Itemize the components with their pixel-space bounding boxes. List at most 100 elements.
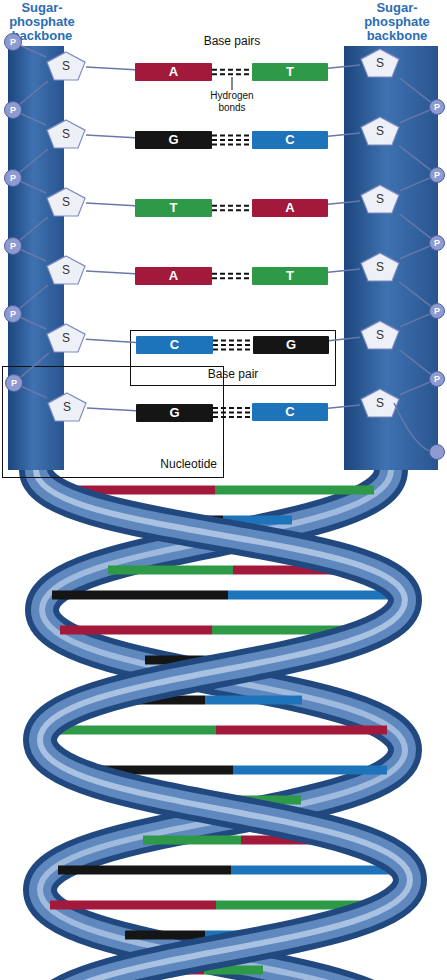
circle-shape: [430, 304, 445, 319]
phosphate-circle: P: [4, 305, 22, 323]
phosphate-circle: P: [5, 374, 23, 392]
sugar-label: S: [360, 320, 400, 350]
circle-shape: [430, 168, 445, 183]
circle-shape: [5, 306, 22, 323]
base-bar: C: [252, 131, 328, 149]
bond-line: [212, 136, 252, 145]
sugar-label: S: [360, 48, 400, 78]
rung: [108, 566, 233, 575]
base-letter: A: [135, 267, 212, 285]
base-bar: A: [135, 267, 212, 285]
circle-shape: [5, 34, 22, 51]
sugar-pentagon: S: [47, 392, 87, 422]
backbone-link: [400, 246, 430, 258]
pentagon-shape: [47, 256, 85, 284]
strand-body: [36, 440, 410, 980]
rung: [50, 901, 216, 910]
backbone-link: [21, 353, 49, 377]
pentagon-shape: [361, 117, 399, 145]
base-letter: A: [252, 199, 328, 217]
circle-shape: [5, 102, 22, 119]
rung: [125, 931, 205, 940]
pentagon-shape: [47, 188, 85, 216]
sugar-label: S: [46, 119, 86, 149]
sugar-label: S: [46, 323, 86, 353]
bond-line: [212, 70, 252, 75]
phosphate-label: P: [4, 169, 22, 187]
pentagon-shape: [361, 389, 399, 417]
pentagon-shape: [361, 253, 399, 281]
base-bar: T: [135, 199, 212, 217]
sugar-label: S: [360, 252, 400, 282]
backbone-link: [328, 269, 360, 272]
backbone-link: [86, 339, 136, 342]
backbone-link: [21, 318, 46, 329]
phosphate-circle: P: [429, 303, 445, 319]
backbone-link: [328, 201, 360, 204]
bond-line: [213, 408, 252, 417]
sugar-label: S: [360, 184, 400, 214]
sugar-pentagon: S: [46, 323, 86, 353]
sugar-label: S: [46, 51, 86, 81]
pentagon-shape: [361, 185, 399, 213]
phosphate-label: P: [429, 99, 445, 115]
base-bar: C: [252, 403, 328, 421]
phosphate-label: P: [429, 303, 445, 319]
base-letter: T: [252, 63, 328, 81]
base-bar: C: [136, 336, 213, 354]
circle-shape: [430, 236, 445, 251]
callout-label: Nucleotide: [160, 457, 217, 471]
bond-line: [213, 341, 253, 350]
phosphate-circle: P: [4, 237, 22, 255]
backbone-link: [86, 203, 135, 206]
circle-shape: [5, 170, 22, 187]
bond-line: [212, 274, 252, 279]
phosphate-label: P: [5, 374, 23, 392]
circle-shape: [430, 100, 445, 115]
backbone-link: [21, 250, 46, 261]
base-letter: C: [252, 131, 328, 149]
backbone-link: [400, 110, 430, 122]
callout-label: Hydrogen bonds: [202, 90, 262, 114]
phosphate-label: P: [429, 167, 445, 183]
backbone-link: [22, 387, 47, 398]
backbone-link: [21, 114, 46, 125]
callout-label: Base pair: [131, 367, 335, 381]
base-letter: T: [135, 199, 212, 217]
phosphate-circle: P: [4, 33, 22, 51]
base-letter: G: [135, 131, 212, 149]
base-letter: G: [253, 336, 329, 354]
backbone-link: [87, 408, 136, 411]
rung: [233, 766, 387, 775]
phosphate-circle: P: [429, 99, 445, 115]
bond-line: [212, 206, 252, 211]
phosphate-label: P: [429, 235, 445, 251]
backbone-link: [329, 337, 360, 340]
circle-shape: [5, 238, 22, 255]
backbone-link: [21, 46, 46, 57]
backbone-link: [399, 350, 430, 374]
sugar-pentagon: S: [360, 252, 400, 282]
backbone-link: [20, 217, 48, 240]
backbone-link: [400, 178, 430, 190]
rung: [215, 486, 374, 495]
leader-line: [232, 77, 233, 90]
phosphate-circle: P: [4, 169, 22, 187]
phosphate-label: P: [4, 305, 22, 323]
backbone-link: [21, 182, 46, 193]
callout-box: Base pair C G: [130, 330, 336, 386]
backbone-link: [394, 403, 430, 451]
base-letter: C: [136, 336, 213, 354]
strand-outline: [36, 440, 410, 980]
backbone-link: [20, 81, 48, 104]
phosphate-circle: P: [429, 167, 445, 183]
backbone-link: [20, 149, 48, 172]
rung: [143, 836, 241, 845]
backbone-link: [399, 282, 430, 306]
pentagon-shape: [47, 324, 85, 352]
backbone-link: [399, 78, 430, 102]
circle-shape: [6, 375, 23, 392]
backbone-link: [20, 285, 48, 308]
